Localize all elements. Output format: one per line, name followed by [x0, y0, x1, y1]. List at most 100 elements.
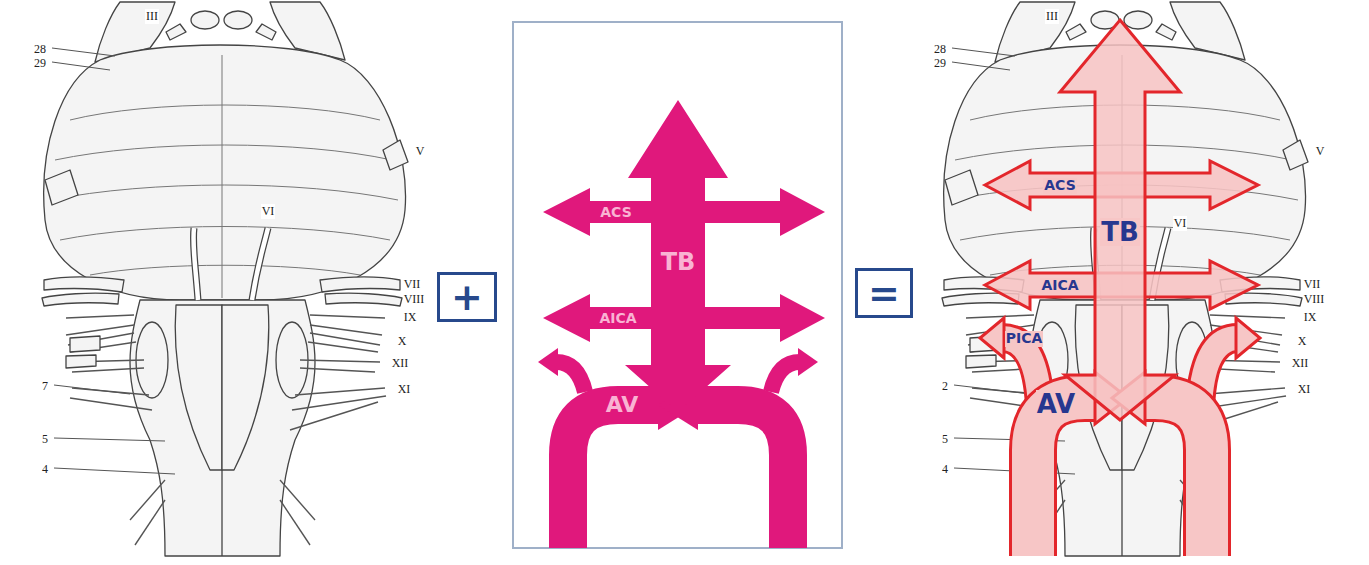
- nerve-label: X: [397, 334, 408, 349]
- nerve-label: VI: [261, 204, 276, 219]
- nerve-label: V: [1315, 141, 1326, 159]
- nerve-label: VII: [403, 277, 422, 292]
- nerve-label: III: [145, 6, 159, 24]
- vessel-label: TB: [660, 249, 697, 275]
- nerve-label: XII: [391, 356, 410, 371]
- nerve-label: III: [145, 9, 159, 24]
- operator-box: =: [855, 268, 913, 318]
- operator-sign: =: [868, 274, 900, 312]
- pica-arrow: [980, 318, 1004, 358]
- callout-number: 28: [933, 39, 947, 57]
- vessel-label: AV: [605, 393, 640, 417]
- nerve-label: III: [1045, 9, 1059, 24]
- nerve-label: X: [397, 331, 408, 349]
- pica-arrow: [556, 362, 585, 392]
- callout-number: 4: [941, 459, 949, 477]
- brainstem-drawing: [942, 2, 1308, 556]
- vessel-label: AICA: [598, 311, 637, 326]
- vessel-label: PICA: [1005, 331, 1044, 346]
- vertebral-arrow: [568, 405, 660, 548]
- operator-box: +: [437, 272, 497, 322]
- callout-number: 4: [941, 462, 949, 477]
- nerve-label: X: [1297, 334, 1308, 349]
- nerve-label: V: [1315, 144, 1326, 159]
- vertebral-arrow: [1142, 398, 1207, 556]
- callout-number: 7: [41, 379, 49, 394]
- pica-arrow: [538, 348, 558, 376]
- vessel-label: ACS: [599, 203, 632, 221]
- basilar-arrow: [1060, 20, 1180, 420]
- vertebral-arrow: [1033, 398, 1098, 556]
- callout-number: 5: [41, 429, 49, 447]
- pica-arrow: [798, 348, 818, 376]
- vessel-label: AV: [605, 393, 640, 417]
- nerve-label: VII: [1303, 277, 1322, 292]
- vessel-label: AICA: [598, 309, 637, 327]
- nerve-label: X: [1297, 331, 1308, 349]
- nerve-label: VIII: [1303, 292, 1326, 307]
- vertebral-arrow: [696, 405, 788, 548]
- nerve-label: VIII: [403, 289, 426, 307]
- nerve-label: XII: [1291, 353, 1310, 371]
- callout-number: 2: [941, 376, 949, 394]
- callout-number: 29: [933, 53, 947, 71]
- callout-number: 5: [941, 429, 949, 447]
- callout-number: 7: [41, 376, 49, 394]
- vessel-label: AICA: [1040, 278, 1079, 293]
- nerve-label: IX: [403, 307, 418, 325]
- vessel-overlay: [980, 20, 1260, 556]
- pica-arrow: [1236, 318, 1260, 358]
- vertebral-arrow: [1033, 398, 1098, 556]
- nerve-label: VI: [1173, 213, 1188, 231]
- callout-number: 2: [941, 379, 949, 394]
- middle-panel-frame: [513, 22, 842, 548]
- nerve-label: VII: [1303, 274, 1322, 292]
- nerve-label: XI: [397, 382, 412, 397]
- callout-number: 29: [33, 56, 47, 71]
- vessel-label: AV: [1036, 390, 1076, 419]
- vessel-label: AICA: [1040, 276, 1079, 294]
- callout-number: 28: [933, 42, 947, 57]
- pica-arrow: [771, 362, 800, 392]
- vessel-label: TB: [1100, 218, 1140, 247]
- callout-number: 29: [933, 56, 947, 71]
- nerve-label: VI: [261, 201, 276, 219]
- nerve-label: XII: [391, 353, 410, 371]
- nerve-label: XII: [1291, 356, 1310, 371]
- vertebral-arrow: [1142, 398, 1207, 556]
- nerve-label: III: [1045, 6, 1059, 24]
- callout-number: 29: [33, 53, 47, 71]
- vessel-label: TB: [660, 249, 697, 275]
- basilar-arrow: [625, 100, 731, 412]
- nerve-label: VIII: [1303, 289, 1326, 307]
- nerve-label: XI: [1297, 379, 1312, 397]
- nerve-label: V: [415, 144, 426, 159]
- nerve-label: IX: [1303, 310, 1318, 325]
- callout-number: 5: [41, 432, 49, 447]
- callout-number: 4: [41, 462, 49, 477]
- vessel-scheme: [538, 100, 825, 548]
- operator-sign: +: [451, 278, 483, 316]
- vessel-label: PICA: [1005, 329, 1044, 347]
- nerve-label: VIII: [403, 292, 426, 307]
- callout-number: 5: [941, 432, 949, 447]
- brainstem-drawing: [42, 2, 408, 556]
- vessel-label: AV: [1036, 390, 1076, 419]
- nerve-label: VI: [1173, 216, 1188, 231]
- nerve-label: IX: [1303, 307, 1318, 325]
- callout-number: 28: [33, 39, 47, 57]
- nerve-label: VII: [403, 274, 422, 292]
- vessel-label: ACS: [1043, 178, 1076, 193]
- vessel-label: ACS: [599, 205, 632, 220]
- vessel-label: TB: [1100, 218, 1140, 247]
- callout-number: 4: [41, 459, 49, 477]
- nerve-label: XI: [1297, 382, 1312, 397]
- callout-number: 28: [33, 42, 47, 57]
- nerve-label: XI: [397, 379, 412, 397]
- vessel-label: ACS: [1043, 176, 1076, 194]
- nerve-label: IX: [403, 310, 418, 325]
- nerve-label: V: [415, 141, 426, 159]
